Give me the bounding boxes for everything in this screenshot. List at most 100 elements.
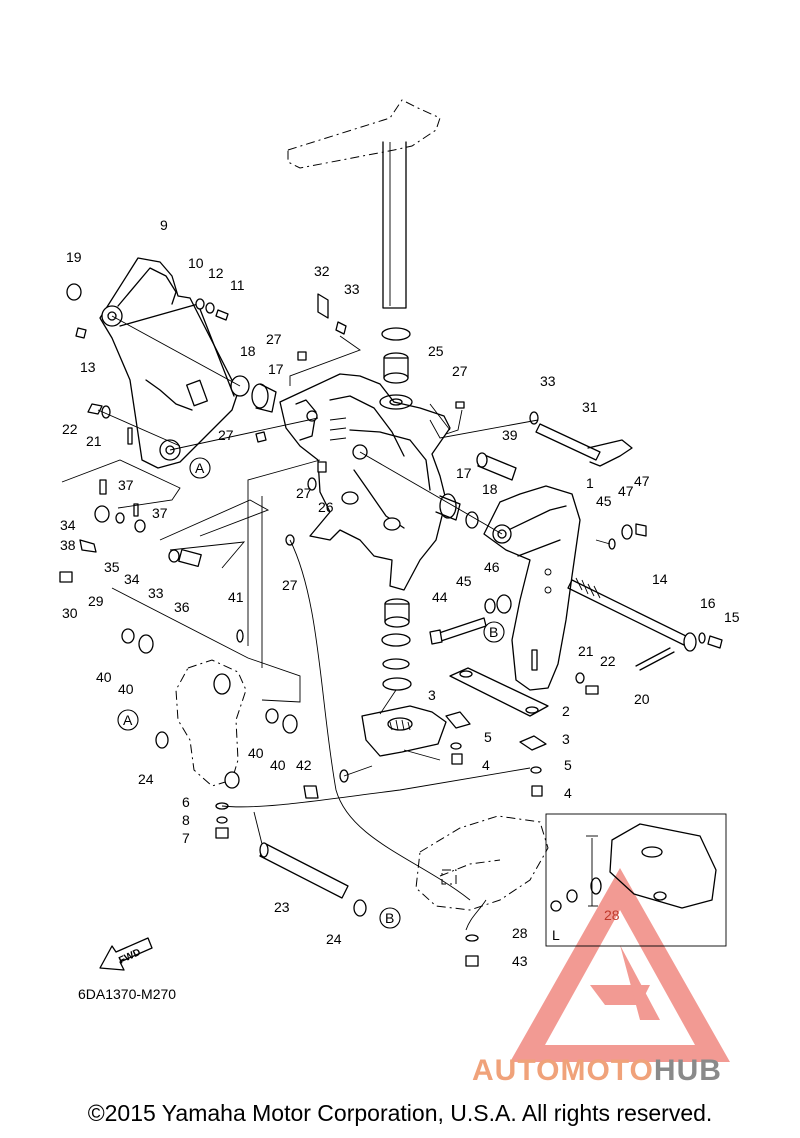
view-marker-a-1: A xyxy=(195,460,205,476)
callout-13: 13 xyxy=(80,359,96,375)
callout-28a: 28 xyxy=(512,925,528,941)
callout-20: 20 xyxy=(634,691,650,707)
callout-40d: 40 xyxy=(270,757,286,773)
callout-47b: 47 xyxy=(634,473,650,489)
lower-casting xyxy=(415,815,549,911)
callout-27e: 27 xyxy=(282,577,298,593)
callout-36: 36 xyxy=(174,599,190,615)
callout-43: 43 xyxy=(512,953,528,969)
callout-32: 32 xyxy=(314,263,330,279)
callout-7: 7 xyxy=(182,830,190,846)
swivel-bracket xyxy=(279,373,451,591)
callout-2: 2 xyxy=(562,703,570,719)
watermark-text: AUTOMOTOHUB xyxy=(472,1054,722,1088)
clamp-bracket-right xyxy=(483,485,581,691)
callout-37b: 37 xyxy=(152,505,168,521)
callout-44: 44 xyxy=(432,589,448,605)
callout-27a: 27 xyxy=(266,331,282,347)
callout-31: 31 xyxy=(582,399,598,415)
callout-38: 38 xyxy=(60,537,76,553)
callout-33b: 33 xyxy=(540,373,556,389)
callout-21b: 21 xyxy=(578,643,594,659)
callout-47a: 47 xyxy=(618,483,634,499)
shaft-bushings xyxy=(379,327,413,691)
copyright-notice: ©2015 Yamaha Motor Corporation, U.S.A. A… xyxy=(87,1100,713,1126)
watermark-part1: AUTOMOTO xyxy=(472,1054,654,1087)
callout-21a: 21 xyxy=(86,433,102,449)
callout-41: 41 xyxy=(228,589,244,605)
view-markers: A B A B xyxy=(117,457,505,929)
callout-17a: 17 xyxy=(268,361,284,377)
callout-34a: 34 xyxy=(60,517,76,533)
callout-18b: 18 xyxy=(482,481,498,497)
callout-6: 6 xyxy=(182,794,190,810)
callout-45b: 45 xyxy=(456,573,472,589)
callout-16: 16 xyxy=(700,595,716,611)
callout-37a: 37 xyxy=(118,477,134,493)
lower-mount-housing xyxy=(175,659,247,789)
callout-27b: 27 xyxy=(452,363,468,379)
callout-1: 1 xyxy=(586,475,594,491)
callout-18a: 18 xyxy=(240,343,256,359)
callout-28-inset: 28 xyxy=(604,907,620,923)
callout-40a: 40 xyxy=(96,669,112,685)
view-marker-b-2: B xyxy=(385,910,394,926)
callout-12: 12 xyxy=(208,265,224,281)
callout-9: 9 xyxy=(160,217,168,233)
pin-39 xyxy=(476,452,517,481)
view-marker-b-1: B xyxy=(489,624,498,640)
tilt-pin xyxy=(535,423,633,467)
callout-33c: 33 xyxy=(148,585,164,601)
inset-label: L xyxy=(552,927,560,943)
callout-10: 10 xyxy=(188,255,204,271)
view-marker-a-2: A xyxy=(123,712,133,728)
callout-35: 35 xyxy=(104,559,120,575)
callout-27d: 27 xyxy=(296,485,312,501)
callout-4a: 4 xyxy=(482,757,490,773)
callout-30: 30 xyxy=(62,605,78,621)
steering-handle xyxy=(287,99,441,309)
callout-46: 46 xyxy=(484,559,500,575)
shaft-23 xyxy=(259,842,349,899)
callout-8: 8 xyxy=(182,812,190,828)
callout-26: 26 xyxy=(318,499,334,515)
callout-24a: 24 xyxy=(138,771,154,787)
callout-33a: 33 xyxy=(344,281,360,297)
callout-14: 14 xyxy=(652,571,668,587)
steering-plate-lower xyxy=(361,705,447,757)
callout-34b: 34 xyxy=(124,571,140,587)
callout-40c: 40 xyxy=(248,745,264,761)
callout-15: 15 xyxy=(724,609,740,625)
callout-22a: 22 xyxy=(62,421,78,437)
callout-3b: 3 xyxy=(562,731,570,747)
callout-4b: 4 xyxy=(564,785,572,801)
callout-27c: 27 xyxy=(218,427,234,443)
hose-lines xyxy=(221,539,531,931)
diagram-code: 6DA1370-M270 xyxy=(78,986,177,1002)
callout-11: 11 xyxy=(230,277,245,293)
plates xyxy=(445,667,549,751)
callout-39: 39 xyxy=(502,427,518,443)
callout-5b: 5 xyxy=(564,757,572,773)
watermark-logo xyxy=(510,868,730,1062)
fwd-arrow-icon: FWD xyxy=(99,937,153,971)
callout-45a: 45 xyxy=(596,493,612,509)
callout-29: 29 xyxy=(88,593,104,609)
callout-19: 19 xyxy=(66,249,82,265)
hardware xyxy=(59,283,723,967)
callout-labels: 1 2 3 3 4 4 5 5 6 7 8 9 10 11 12 13 14 1… xyxy=(60,217,740,969)
callout-17b: 17 xyxy=(456,465,472,481)
callout-42: 42 xyxy=(296,757,312,773)
callout-25: 25 xyxy=(428,343,444,359)
callout-3a: 3 xyxy=(428,687,436,703)
callout-23: 23 xyxy=(274,899,290,915)
leader-lines xyxy=(61,315,611,845)
callout-5a: 5 xyxy=(484,729,492,745)
watermark-part2: HUB xyxy=(653,1054,722,1087)
callout-24b: 24 xyxy=(326,931,342,947)
tilt-shaft xyxy=(567,577,697,652)
callout-22b: 22 xyxy=(600,653,616,669)
detail-inset: L xyxy=(545,813,727,947)
callout-40b: 40 xyxy=(118,681,134,697)
